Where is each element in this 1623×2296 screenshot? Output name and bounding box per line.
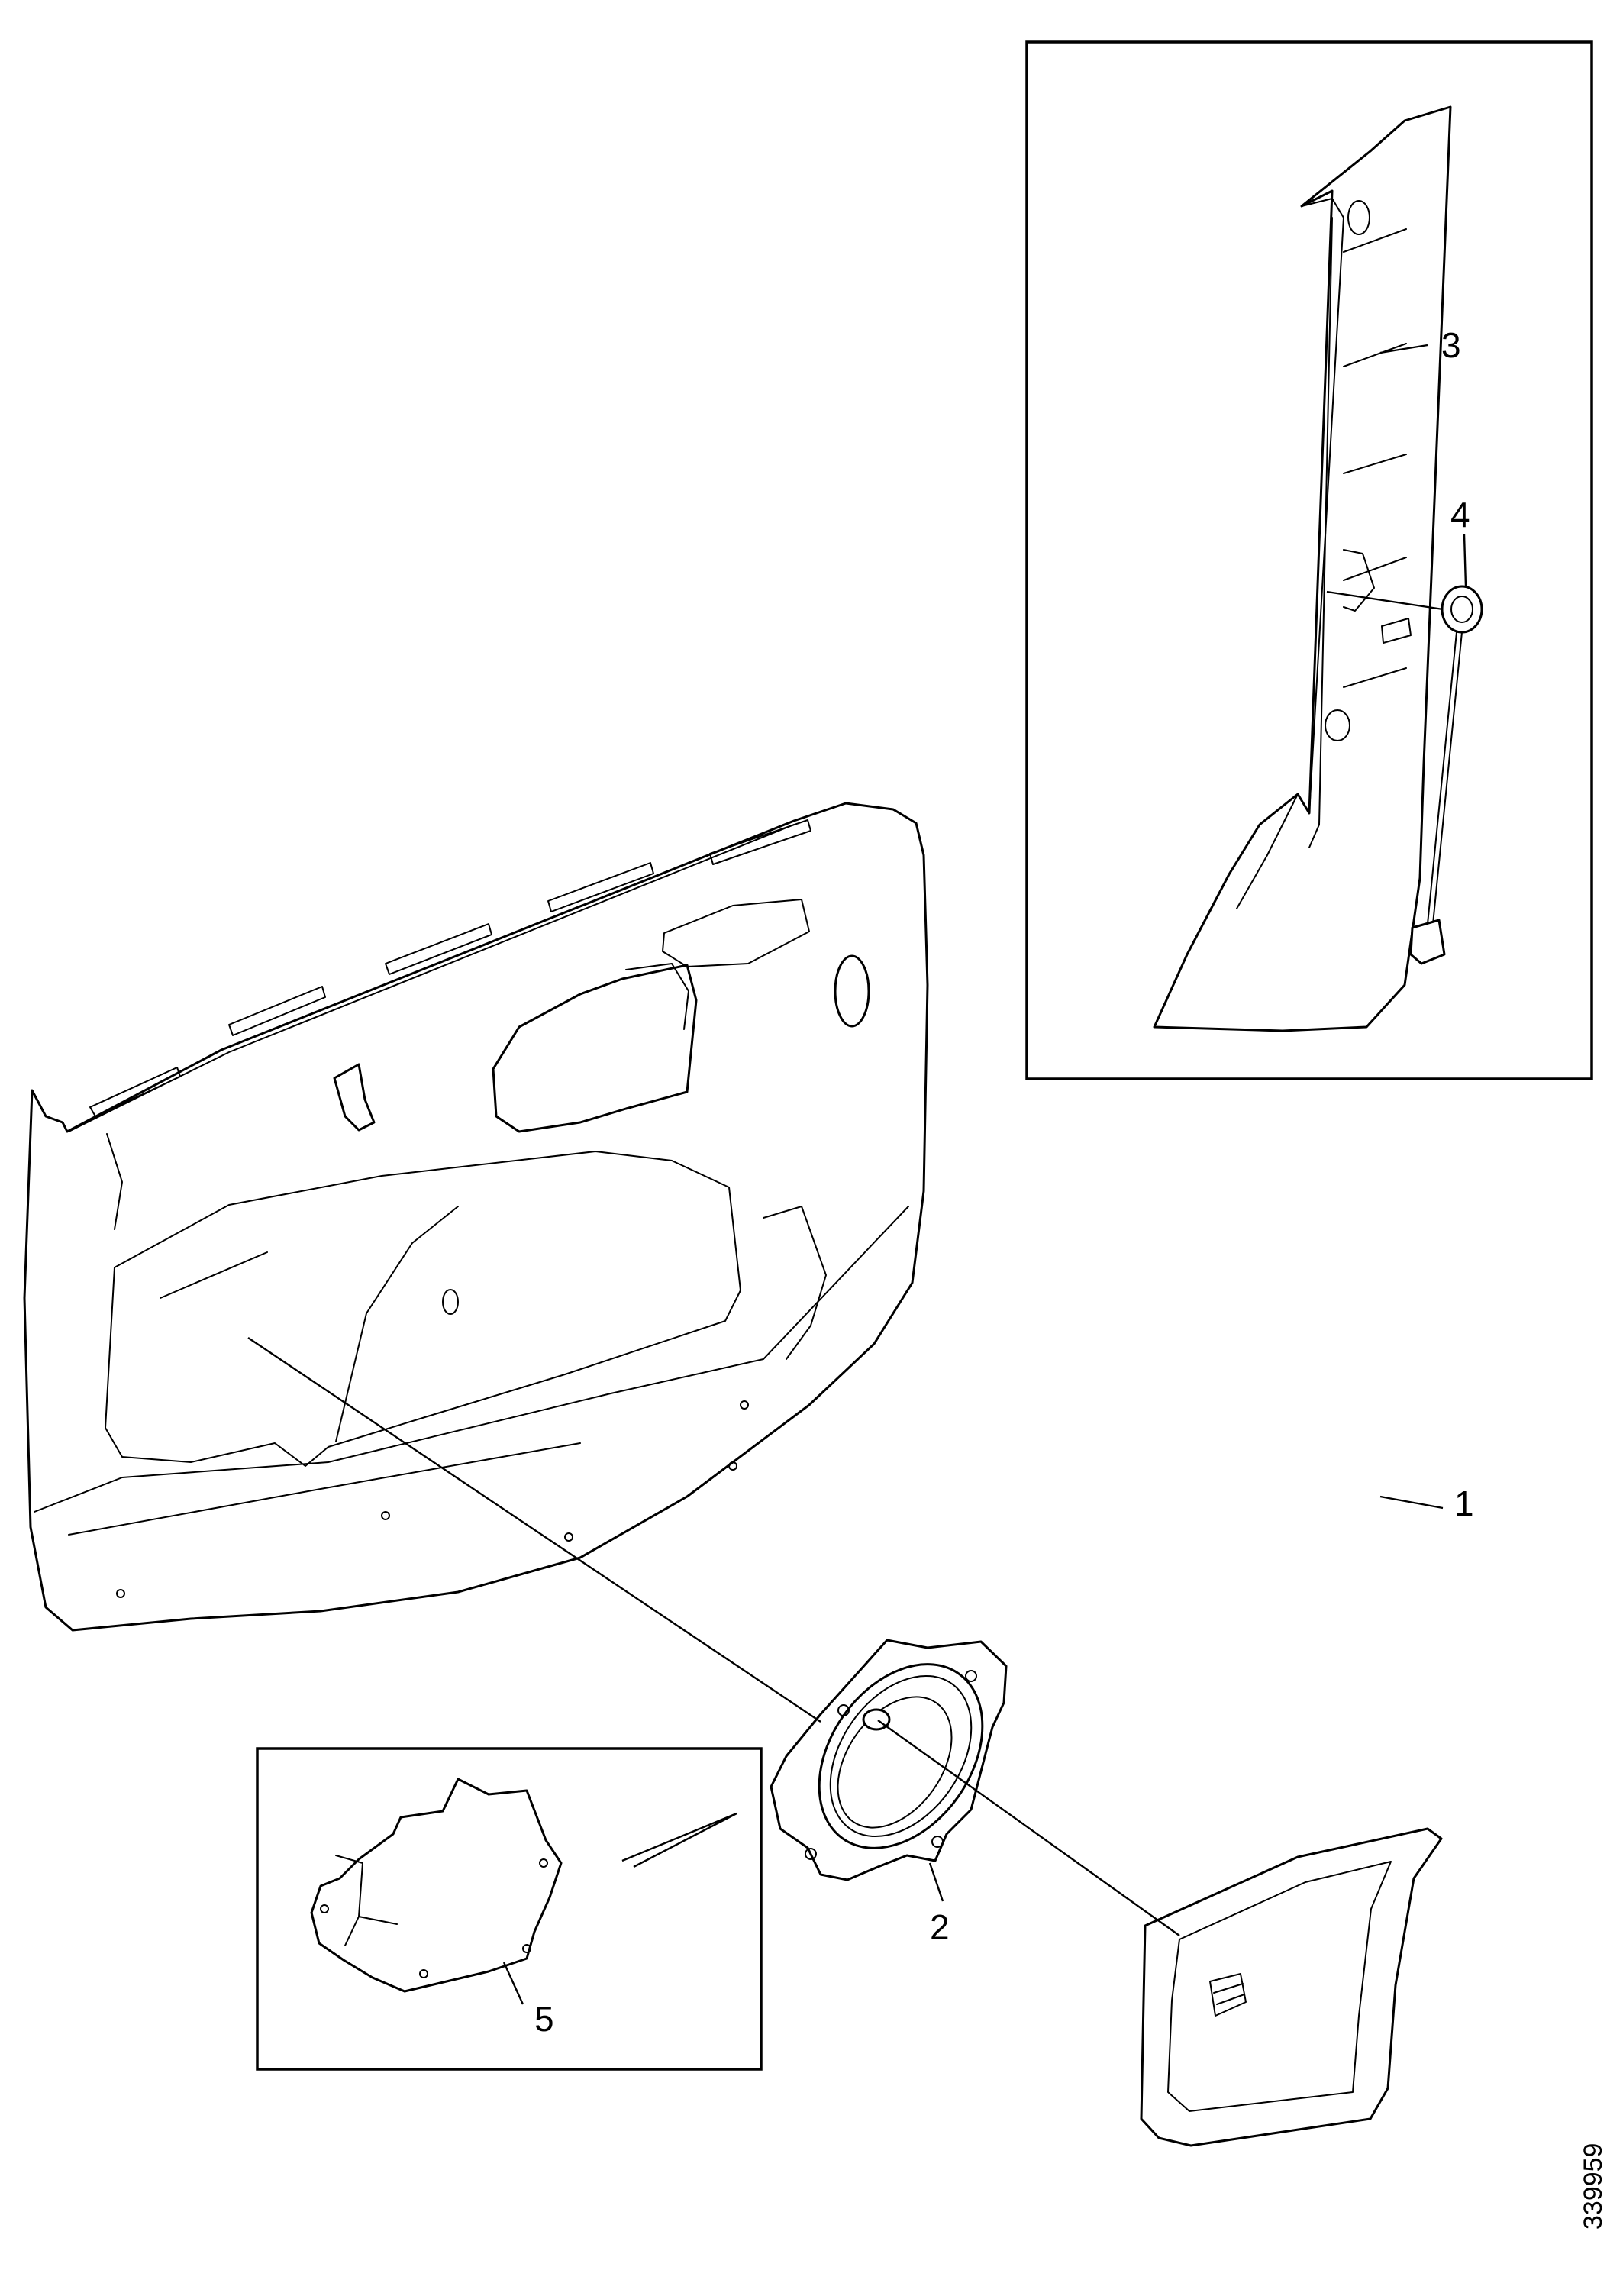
door-trim-panel	[23, 802, 929, 1632]
speaker	[770, 1639, 1008, 1881]
callout-2: 2	[930, 1907, 950, 1947]
callout-5: 5	[534, 1999, 554, 2039]
inset-frame-pillar	[1025, 40, 1593, 1080]
inset-frame-seal	[256, 1747, 763, 2071]
tweeter-with-cable	[1409, 585, 1483, 965]
callout-1: 1	[1454, 1484, 1474, 1523]
a-pillar-trim	[1153, 105, 1452, 1032]
speaker-grille	[1140, 1827, 1443, 2147]
callout-4: 4	[1450, 495, 1470, 534]
callout-3: 3	[1441, 325, 1461, 365]
inset-pointer	[621, 1812, 737, 1868]
document-number: 339959	[1579, 2143, 1608, 2230]
speaker-seal	[310, 1778, 563, 1993]
leader-lines	[247, 344, 1467, 2005]
